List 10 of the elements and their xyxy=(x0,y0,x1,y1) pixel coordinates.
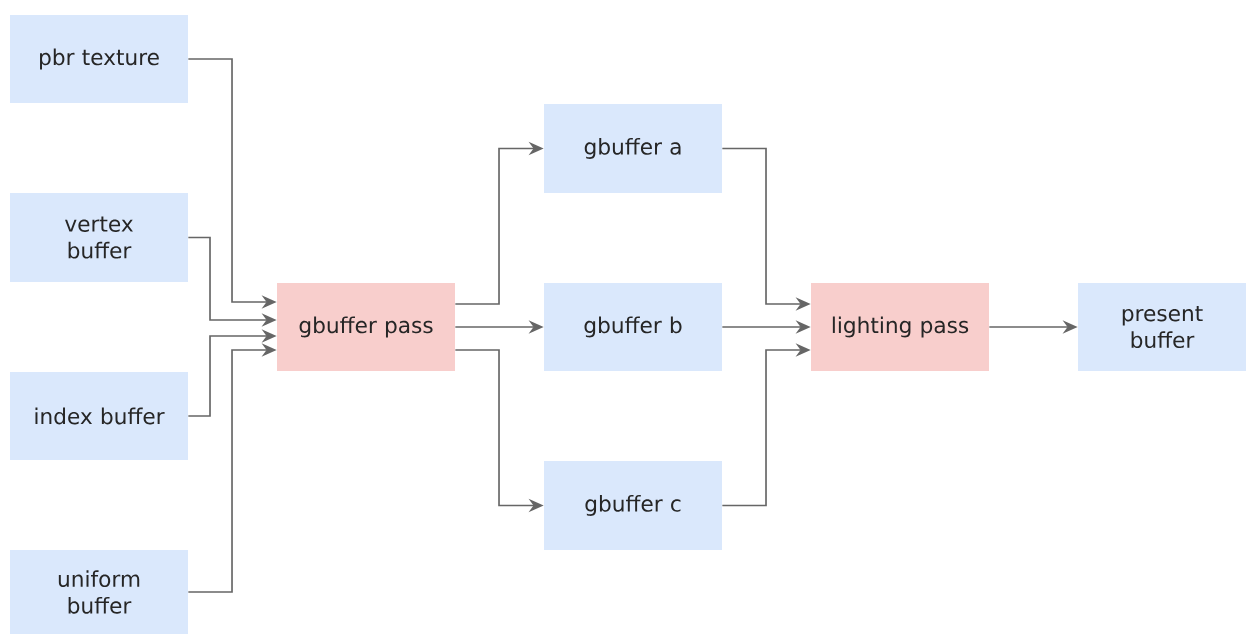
resource-box: index buffer xyxy=(10,372,188,460)
pass-box: gbuffer pass xyxy=(277,283,455,371)
resource-box: gbuffer a xyxy=(544,104,722,193)
resource-box: pbr texture xyxy=(10,15,188,103)
resource-box: present buffer xyxy=(1078,283,1246,371)
pass-box: lighting pass xyxy=(811,283,989,371)
resource-box: gbuffer c xyxy=(544,461,722,550)
resource-box: gbuffer b xyxy=(544,283,722,371)
resource-box: uniform buffer xyxy=(10,550,188,634)
resource-box: vertex buffer xyxy=(10,193,188,282)
